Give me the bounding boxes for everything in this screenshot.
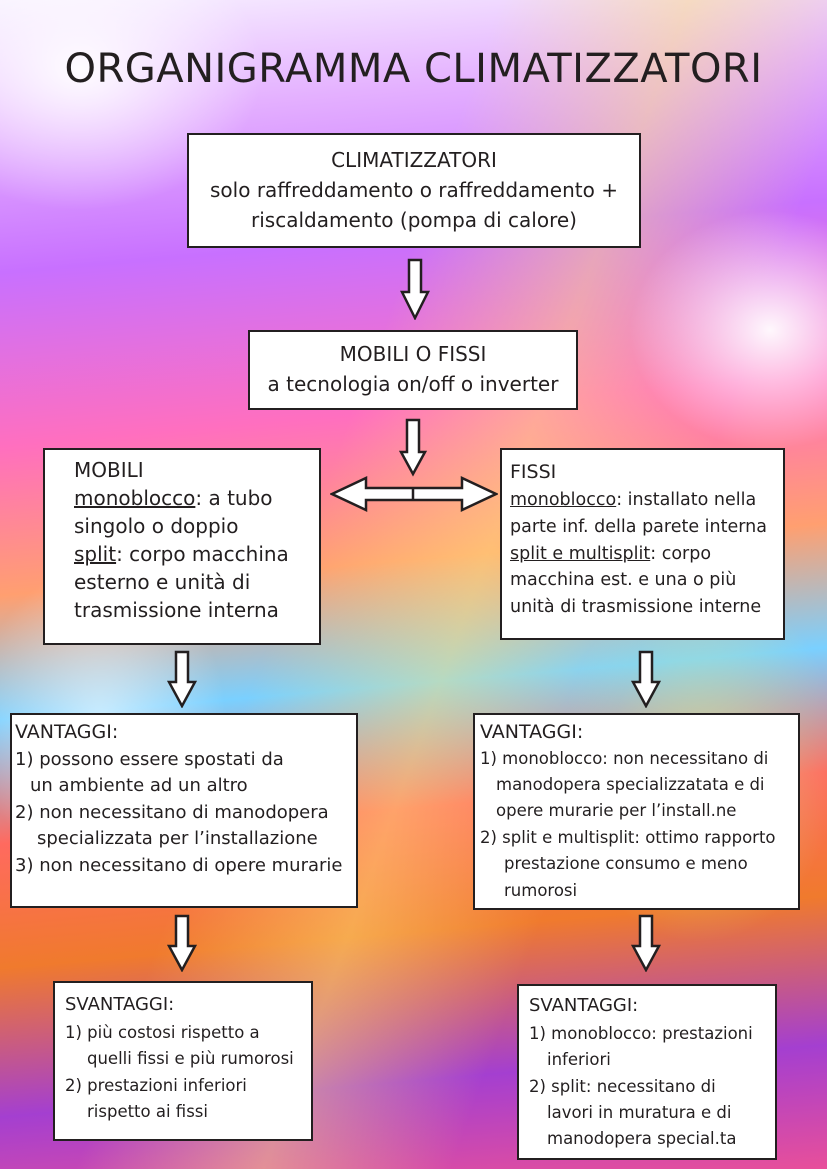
down-arrow-icon (631, 914, 661, 972)
vantaggi-fissi-item: 2) split e multisplit: ottimo rapporto (480, 827, 776, 847)
vantaggi-fissi-box: VANTAGGI: 1) monoblocco: non necessitano… (473, 713, 800, 910)
svantaggi-mobili-box: SVANTAGGI: 1) più costosi rispetto a que… (53, 981, 313, 1141)
svantaggi-fissi-item: 2) split: necessitano di (529, 1076, 716, 1096)
fissi-monoblocco-text-2: parte inf. della parete interna (510, 516, 767, 537)
vantaggi-mobili-item: 2) non necessitano di manodopera (15, 801, 329, 823)
mobili-split-text: : corpo macchina (116, 542, 289, 566)
mobili-monoblocco-line: monoblocco: a tubo (74, 484, 319, 512)
vantaggi-mobili-item: 3) non necessitano di opere murarie (15, 854, 343, 876)
page-title: ORGANIGRAMMA CLIMATIZZATORI (64, 46, 763, 92)
vantaggi-fissi-item: 1) monoblocco: non necessitano di (480, 748, 769, 768)
mobili-monoblocco-label: monoblocco (74, 486, 196, 510)
down-arrow-icon (400, 258, 430, 320)
mobili-split-label: split (74, 542, 117, 566)
vantaggi-fissi-item: prestazione consumo e meno (504, 854, 748, 874)
mobili-o-fissi-box: MOBILI O FISSI a tecnologia on/off o inv… (248, 330, 578, 410)
fissi-monoblocco-text: : installato nella (616, 490, 757, 511)
fissi-split-text: : corpo (650, 543, 712, 564)
mobili-split-text-2: esterno e unità di (74, 570, 251, 594)
vantaggi-fissi-item: manodopera specializzatata e di (496, 774, 765, 794)
mobili-box: MOBILI monoblocco: a tubo singolo o dopp… (43, 448, 321, 645)
fissi-split-text-2: macchina est. e una o più (510, 570, 737, 591)
vantaggi-mobili-box: VANTAGGI: 1) possono essere spostati da … (10, 713, 358, 908)
fissi-heading: FISSI (510, 461, 557, 483)
mobili-split-line: split: corpo macchina (74, 540, 319, 568)
svantaggi-fissi-item: lavori in muratura e di (547, 1102, 732, 1122)
down-arrow-icon (167, 914, 197, 972)
vantaggi-mobili-item: un ambiente ad un altro (30, 775, 248, 797)
svantaggi-fissi-item: 1) monoblocco: prestazioni (529, 1023, 753, 1043)
fissi-box: FISSI monoblocco: installato nella parte… (500, 448, 785, 640)
svantaggi-mobili-item: 1) più costosi rispetto a (65, 1022, 260, 1042)
climatizzatori-box: CLIMATIZZATORI solo raffreddamento o raf… (187, 133, 641, 248)
mobili-monoblocco-text-2: singolo o doppio (74, 514, 239, 538)
svantaggi-mobili-item: 2) prestazioni inferiori (65, 1075, 247, 1095)
vantaggi-fissi-item: opere murarie per l’install.ne (496, 801, 737, 821)
mobili-heading: MOBILI (74, 458, 144, 482)
fissi-monoblocco-label: monoblocco (510, 490, 617, 511)
vantaggi-fissi-heading: VANTAGGI: (480, 721, 584, 743)
mobili-monoblocco-text: : a tubo (195, 486, 273, 510)
climatizzatori-text-1: solo raffreddamento o raffreddamento + (210, 178, 618, 202)
svantaggi-fissi-heading: SVANTAGGI: (529, 995, 639, 1016)
mobili-o-fissi-text: a tecnologia on/off o inverter (267, 372, 559, 396)
climatizzatori-text-2: riscaldamento (pompa di calore) (251, 208, 577, 232)
vantaggi-mobili-item: specializzata per l’installazione (37, 828, 318, 850)
mobili-split-text-3: trasmissione interna (74, 598, 279, 622)
svantaggi-mobili-heading: SVANTAGGI: (65, 994, 175, 1015)
fissi-split-text-3: unità di trasmissione interne (510, 597, 762, 618)
down-arrow-icon (167, 650, 197, 708)
vantaggi-fissi-item: rumorosi (504, 880, 578, 900)
svantaggi-fissi-item: inferiori (547, 1050, 611, 1070)
down-arrow-icon (631, 650, 661, 708)
climatizzatori-heading: CLIMATIZZATORI (331, 148, 497, 172)
vantaggi-mobili-heading: VANTAGGI: (15, 721, 119, 743)
mobili-o-fissi-heading: MOBILI O FISSI (339, 342, 487, 366)
svantaggi-fissi-box: SVANTAGGI: 1) monoblocco: prestazioni in… (517, 984, 777, 1160)
vantaggi-mobili-item: 1) possono essere spostati da (15, 748, 284, 770)
fissi-split-line: split e multisplit: corpo (510, 541, 783, 568)
fissi-split-label: split e multisplit (510, 543, 651, 564)
fissi-monoblocco-line: monoblocco: installato nella (510, 487, 783, 514)
split-arrow-icon (330, 418, 498, 512)
svantaggi-fissi-item: manodopera special.ta (547, 1129, 737, 1149)
svantaggi-mobili-item: quelli fissi e più rumorosi (87, 1049, 294, 1069)
svantaggi-mobili-item: rispetto ai fissi (87, 1101, 208, 1121)
